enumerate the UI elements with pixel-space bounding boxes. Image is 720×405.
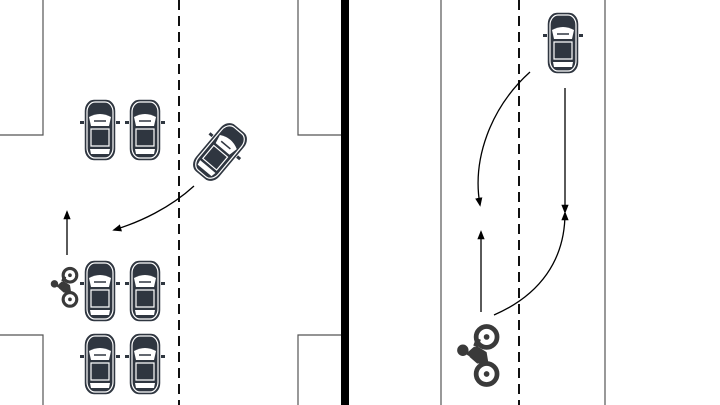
- car-left-turn-arrow: [475, 71, 531, 207]
- scene-divider: [341, 0, 349, 405]
- parked-car-icon: [79, 98, 121, 162]
- left-road-edge-east-lower: [297, 334, 343, 405]
- oncoming-car-icon: [542, 11, 584, 75]
- car-turn-arrow: [112, 185, 195, 232]
- parked-car-icon: [79, 332, 121, 396]
- motorcycle-lane-change-arrow: [493, 211, 569, 316]
- motorcycle-icon: [457, 327, 497, 385]
- left-scene: [0, 0, 343, 405]
- left-road-edge-west: [0, 0, 44, 136]
- parked-car-icon: [124, 259, 166, 323]
- left-road-edge-east: [297, 0, 343, 136]
- right-scene: [440, 0, 606, 405]
- turning-car-icon: [184, 114, 256, 190]
- parked-car-icon: [79, 259, 121, 323]
- parked-car-icon: [124, 98, 166, 162]
- left-road-edge-west-lower: [0, 334, 44, 405]
- parked-car-icon: [124, 332, 166, 396]
- motorcycle-icon: [49, 266, 79, 308]
